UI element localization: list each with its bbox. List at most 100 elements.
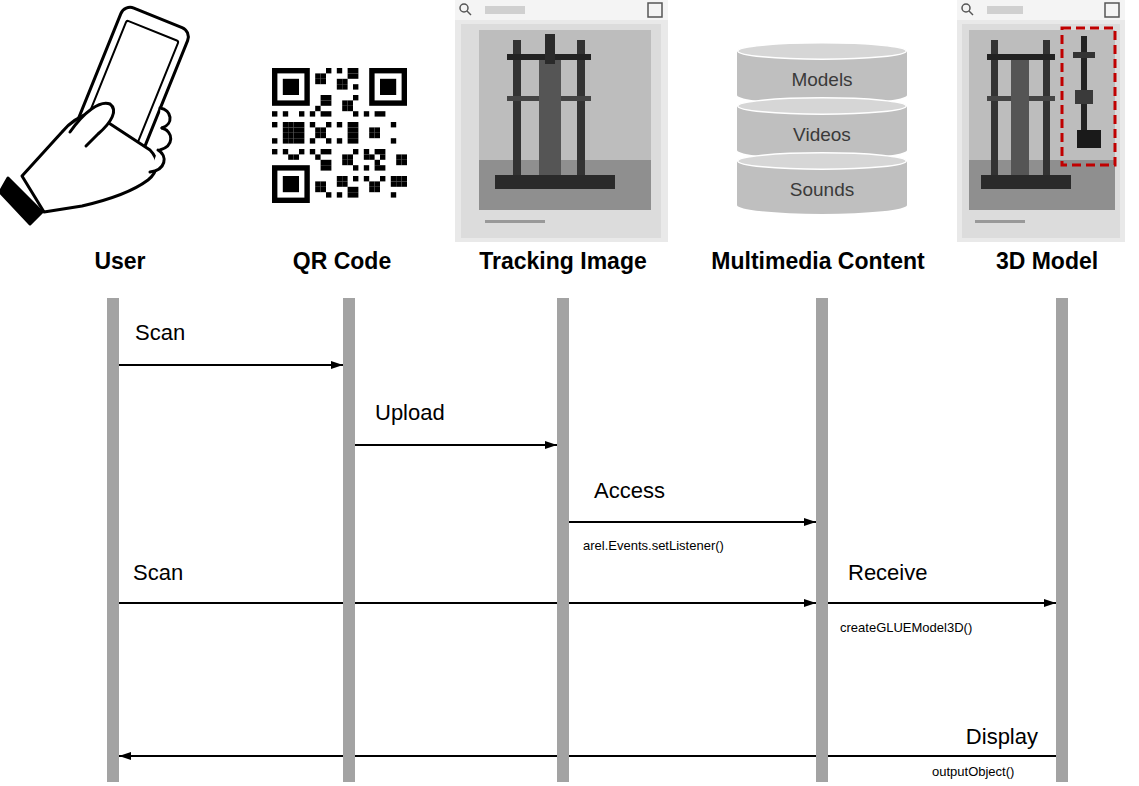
qr-module [375,133,380,138]
qr-module [353,122,358,127]
qr-module [380,111,385,116]
qr-module [288,133,293,138]
phone-hand-icon [0,4,191,224]
qr-module [326,160,331,165]
qr-module [348,138,353,143]
method-call: createGLUEModel3D() [838,620,974,635]
storage-label: Videos [793,124,851,146]
qr-module [299,133,304,138]
qr-module [348,100,353,105]
qr-module [272,122,277,127]
qr-module [299,111,304,116]
qr-module [321,79,326,84]
qr-module [337,138,342,143]
qr-module [353,95,358,100]
participant-name: User [94,248,145,275]
qr-module [391,192,396,197]
qr-module [348,127,353,132]
3d-model-screenshot [957,0,1125,242]
qr-module [288,138,293,143]
qr-module [321,133,326,138]
qr-module [364,165,369,170]
qr-module [310,138,315,143]
qr-module [348,122,353,127]
qr-code-pattern [272,68,407,203]
qr-module [348,192,353,197]
qr-module [321,100,326,105]
qr-module [326,100,331,105]
qr-module [315,73,320,78]
database-disk: Videos [737,97,907,159]
qr-module [391,176,396,181]
qr-module [353,84,358,89]
qr-module [353,111,358,116]
message-arrow [569,521,816,523]
qr-module [380,165,385,170]
qr-module [348,106,353,111]
qr-module [348,160,353,165]
message-arrow [355,444,557,446]
qr-module [294,138,299,143]
qr-module [375,127,380,132]
message-label: Scan [131,560,185,586]
qr-module [288,122,293,127]
qr-module [396,176,401,181]
qr-module [310,149,315,154]
qr-module [337,181,342,186]
qr-module [321,160,326,165]
qr-module [342,100,347,105]
qr-module [283,127,288,132]
participant-name: Tracking Image [479,248,646,275]
qr-module [337,176,342,181]
qr-module [353,149,358,154]
qr-module [353,187,358,192]
qr-module [326,165,331,170]
lifeline-bar: User [107,298,119,782]
lifeline-bar: QR Code [343,298,355,782]
method-call: outputObject() [930,764,1016,779]
qr-module [342,84,347,89]
qr-module [299,127,304,132]
qr-module [353,73,358,78]
qr-module [326,149,331,154]
qr-module [294,122,299,127]
qr-module [321,181,326,186]
qr-module [299,138,304,143]
qr-module [369,133,374,138]
qr-module [326,122,331,127]
qr-module [402,176,407,181]
qr-module [283,138,288,143]
lifeline-bar: 3D Model [1056,298,1068,782]
qr-module [294,127,299,132]
qr-module [380,176,385,181]
qr-module [321,127,326,132]
qr-module [321,187,326,192]
qr-module [353,133,358,138]
qr-module [326,192,331,197]
qr-module [315,127,320,132]
lifeline-bar: Multimedia Content [816,298,828,782]
qr-module [353,138,358,143]
qr-module [272,111,277,116]
qr-module [380,154,385,159]
disk-top [738,153,907,170]
method-call: arel.Events.setListener() [581,538,726,553]
qr-module [391,122,396,127]
message-arrow [119,602,816,604]
participant-name: QR Code [293,248,391,275]
qr-module [391,181,396,186]
qr-module [342,176,347,181]
participant-name: Multimedia Content [711,248,924,275]
qr-module [396,160,401,165]
message-label: Scan [133,320,187,346]
qr-module [396,181,401,186]
qr-module [353,192,358,197]
tracking-image-screenshot [455,0,668,242]
qr-module [288,127,293,132]
qr-module [283,122,288,127]
qr-module [326,138,331,143]
lifeline-bar: Tracking Image [557,298,569,782]
storage-label: Sounds [790,179,854,201]
